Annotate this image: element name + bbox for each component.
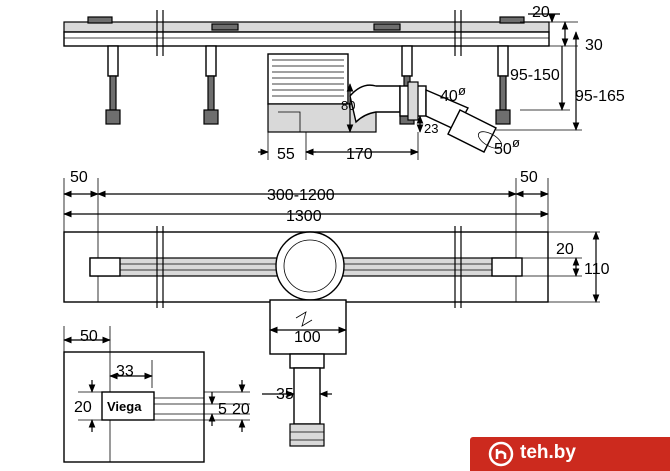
side-view: 20 30 95-150 95-165 80 40 ø 23 50 ø 55 1… [63, 4, 625, 163]
dim-plan-100: 100 [294, 329, 321, 346]
dim-detail-20-left: 20 [74, 399, 92, 416]
dim-detail-20-right: 20 [232, 401, 250, 418]
dim-top-30: 30 [585, 37, 603, 54]
dim-plan-1300: 1300 [286, 208, 322, 225]
dim-top-170: 170 [346, 146, 373, 163]
grate-tab-2 [211, 23, 239, 31]
dim-top-20: 20 [532, 4, 550, 21]
detail-view: 50 33 Viega 20 5 20 [63, 326, 250, 463]
dim-top-diam-1: ø [458, 83, 466, 98]
grate-tab-right [499, 16, 525, 24]
dim-top-95-165: 95-165 [575, 88, 625, 105]
channel-flange [63, 31, 550, 47]
dim-plan-50-right: 50 [520, 169, 538, 186]
channel-profile [63, 21, 550, 33]
dim-plan-110: 110 [584, 261, 610, 278]
watermark-text: teh.by [520, 442, 576, 463]
dim-top-40: 40 [440, 88, 458, 105]
outlet-elbow [349, 81, 503, 153]
dim-detail-50: 50 [80, 328, 98, 345]
support-leg-1 [105, 45, 121, 125]
drain-outlet-circle [275, 231, 345, 301]
dim-plan-35: 35 [276, 386, 294, 403]
dim-plan-20: 20 [556, 241, 574, 258]
dim-top-95-150: 95-150 [510, 67, 560, 84]
plan-view: 50 300-1200 50 1300 [63, 169, 610, 447]
grate-tab-left [87, 16, 113, 24]
dim-top-23: 23 [424, 121, 438, 136]
support-leg-2 [203, 45, 219, 125]
dim-detail-5: 5 [218, 401, 227, 418]
dim-plan-50-left: 50 [70, 169, 88, 186]
dim-detail-33: 33 [116, 363, 134, 380]
grate-tab-3 [373, 23, 401, 31]
dim-plan-300-1200: 300-1200 [267, 187, 335, 204]
dim-top-diam-2: ø [512, 135, 520, 150]
viega-plate [101, 391, 155, 421]
dim-top-50: 50 [494, 141, 512, 158]
dim-top-80: 80 [341, 98, 355, 113]
watermark-logo-icon [488, 441, 514, 467]
viega-brand-label: Viega [107, 399, 142, 414]
dim-top-55: 55 [277, 146, 295, 163]
support-leg-4 [495, 45, 511, 125]
